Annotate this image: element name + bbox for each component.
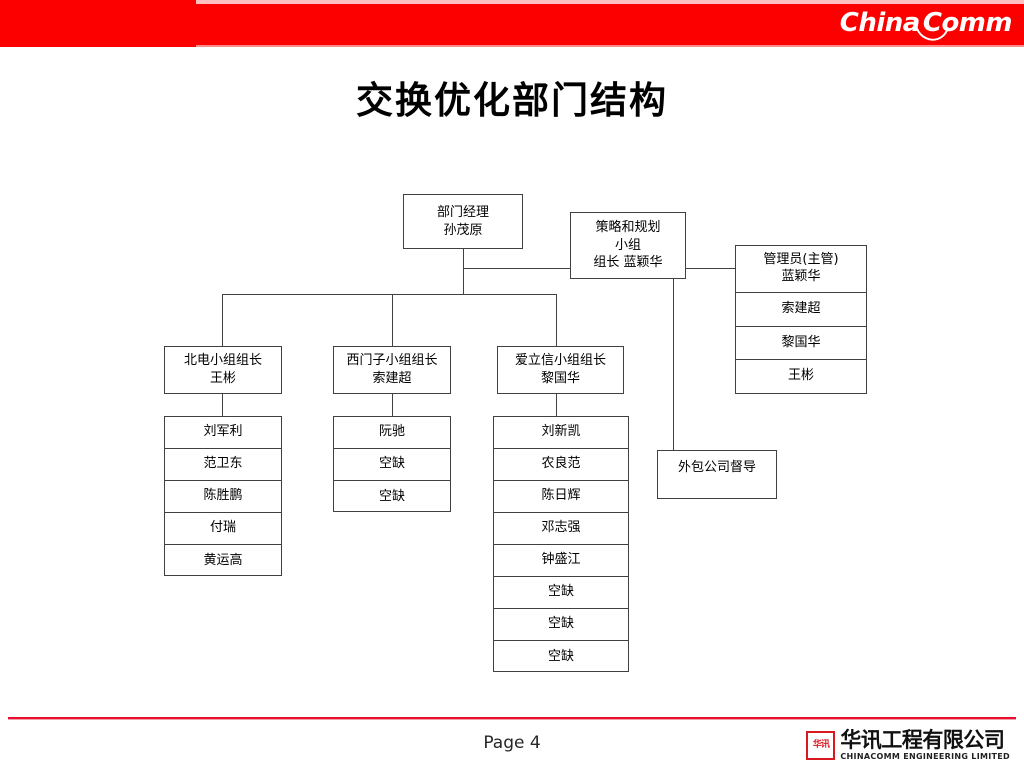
- team-member-row[interactable]: 钟盛江: [494, 545, 628, 577]
- strategy-group-line-1: 策略和规划: [595, 220, 661, 236]
- admin-header-name: 蓝颖华: [781, 269, 821, 284]
- connector-manager-drop: [463, 249, 464, 269]
- admin-header-role: 管理员(主管): [763, 252, 839, 268]
- team-leader-role: 西门子小组组长: [346, 353, 438, 369]
- team-member-row[interactable]: 空缺: [494, 641, 628, 673]
- team-member-row[interactable]: 空缺: [494, 577, 628, 609]
- team-member-label: 邓志强: [541, 520, 581, 536]
- connector-team-bus: [222, 294, 556, 295]
- strategy-group-line-2: 小组: [614, 237, 641, 253]
- team-member-label: 空缺: [547, 648, 574, 664]
- team-leader-role: 爱立信小组组长: [514, 353, 606, 369]
- team-member-row[interactable]: 范卫东: [165, 449, 281, 481]
- page-number: Page 4: [483, 733, 541, 753]
- chinacomm-logo-primary: China: [839, 8, 921, 38]
- seal-icon: 华讯: [806, 731, 836, 760]
- team-member-row[interactable]: 阮驰: [334, 417, 450, 449]
- team-leader-name: 黎国华: [540, 371, 580, 386]
- team-member-row[interactable]: 空缺: [334, 481, 450, 513]
- team-member-row[interactable]: 农良范: [494, 449, 628, 481]
- node-strategy-planning-group[interactable]: 策略和规划 小组 组长 蓝颖华: [570, 212, 686, 279]
- team-member-label: 付瑞: [209, 520, 236, 536]
- team-member-row[interactable]: 刘新凯: [494, 417, 628, 449]
- team-member-label: 钟盛江: [541, 552, 581, 568]
- company-logo: 华讯 华讯工程有限公司 CHINACOMM ENGINEERING LIMITE…: [806, 730, 1010, 761]
- connector-strategy-to-admin: [686, 268, 735, 269]
- team-leader-name: 索建超: [372, 371, 412, 386]
- team-member-label: 空缺: [547, 616, 574, 632]
- team-member-label: 空缺: [378, 488, 405, 504]
- team-member-stack: 阮驰 空缺 空缺: [333, 416, 451, 512]
- team-member-row[interactable]: 空缺: [334, 449, 450, 481]
- team-member-row[interactable]: 付瑞: [165, 513, 281, 545]
- chinacomm-logo-secondary-wrap: Comm: [907, 0, 1013, 48]
- node-team-leader[interactable]: 爱立信小组组长 黎国华: [497, 346, 624, 394]
- page-title: 交换优化部门结构: [356, 78, 668, 122]
- node-department-manager[interactable]: 部门经理 孙茂原: [403, 194, 523, 249]
- node-admin-stack: 管理员(主管) 蓝颖华 索建超 黎国华 王彬: [735, 245, 867, 394]
- footer-divider: [8, 717, 1016, 719]
- connector-strategy-to-outsourcing: [673, 279, 674, 450]
- team-member-row[interactable]: 空缺: [494, 609, 628, 641]
- node-team-leader[interactable]: 西门子小组组长 索建超: [333, 346, 451, 394]
- team-member-label: 黄运高: [203, 552, 243, 568]
- team-member-row[interactable]: 刘军利: [165, 417, 281, 449]
- department-manager-role: 部门经理: [436, 204, 489, 220]
- team-member-label: 阮驰: [378, 424, 405, 440]
- team-member-label: 空缺: [547, 584, 574, 600]
- header-top-strip: [196, 0, 1024, 4]
- team-member-label: 刘军利: [203, 424, 243, 440]
- team-member-label: 刘新凯: [541, 424, 581, 440]
- node-outsourcing-supervisor[interactable]: 外包公司督导: [657, 450, 777, 499]
- admin-member-label: 黎国华: [781, 334, 821, 350]
- connector-bus-drop-team-2: [392, 294, 393, 346]
- connector-bus-drop-team-3: [556, 294, 557, 346]
- node-team-leader[interactable]: 北电小组组长 王彬: [164, 346, 282, 394]
- team-member-label: 陈胜鹏: [203, 488, 243, 504]
- chinacomm-logo: China Comm: [839, 0, 1013, 48]
- admin-stack-member[interactable]: 索建超: [736, 293, 866, 327]
- chinacomm-logo-secondary: Comm: [922, 8, 1013, 38]
- team-member-stack: 刘军利 范卫东 陈胜鹏 付瑞 黄运高: [164, 416, 282, 576]
- connector-leader-3-to-members: [556, 394, 557, 416]
- team-member-row[interactable]: 黄运高: [165, 545, 281, 577]
- strategy-group-line-3: 组长 蓝颖华: [593, 255, 663, 271]
- team-member-label: 范卫东: [203, 456, 243, 472]
- team-leader-role: 北电小组组长: [183, 353, 262, 369]
- team-member-label: 农良范: [541, 456, 581, 472]
- admin-member-label: 王彬: [787, 368, 814, 384]
- team-leader-name: 王彬: [209, 371, 236, 386]
- connector-leader-1-to-members: [222, 394, 223, 416]
- connector-manager-to-bus: [463, 268, 464, 295]
- company-name-en: CHINACOMM ENGINEERING LIMITED: [840, 752, 1010, 761]
- admin-member-label: 索建超: [781, 301, 821, 317]
- connector-bus-drop-team-1: [222, 294, 223, 346]
- header-banner: China Comm: [0, 0, 1024, 48]
- team-member-row[interactable]: 陈胜鹏: [165, 481, 281, 513]
- admin-stack-member[interactable]: 王彬: [736, 360, 866, 393]
- connector-leader-2-to-members: [392, 394, 393, 416]
- department-manager-name: 孙茂原: [443, 222, 483, 238]
- admin-stack-member[interactable]: 黎国华: [736, 327, 866, 360]
- team-member-label: 陈日辉: [541, 488, 581, 504]
- admin-stack-header[interactable]: 管理员(主管) 蓝颖华: [736, 246, 866, 293]
- team-member-label: 空缺: [378, 456, 405, 472]
- company-logo-text: 华讯工程有限公司 CHINACOMM ENGINEERING LIMITED: [840, 730, 1010, 761]
- team-member-row[interactable]: 陈日辉: [494, 481, 628, 513]
- connector-manager-to-strategy: [463, 268, 570, 269]
- header-bottom-strip: [196, 45, 1024, 48]
- company-name-cn: 华讯工程有限公司: [840, 728, 1005, 752]
- outsourcing-supervisor-label: 外包公司督导: [677, 460, 756, 475]
- footer-divider-highlight: [8, 719, 1016, 720]
- team-member-stack: 刘新凯 农良范 陈日辉 邓志强 钟盛江 空缺 空缺 空缺: [493, 416, 629, 672]
- team-member-row[interactable]: 邓志强: [494, 513, 628, 545]
